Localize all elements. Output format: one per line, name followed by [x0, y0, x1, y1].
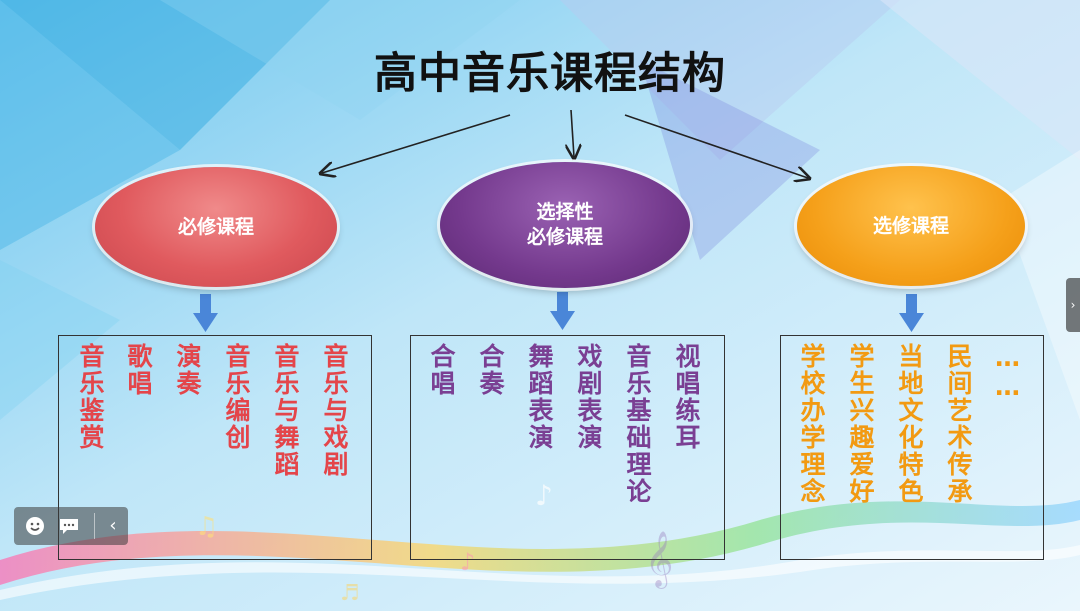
- arrow-to-required: [322, 114, 511, 173]
- course-item: 视唱练耳: [672, 343, 701, 451]
- svg-text:𝄞: 𝄞: [645, 531, 673, 589]
- course-item: 当地文化特色: [895, 343, 924, 505]
- category-required-label: 必修课程: [177, 215, 254, 238]
- svg-text:♪: ♪: [535, 479, 553, 512]
- arrow-to-elective: [624, 114, 808, 178]
- elective-items-box: [780, 335, 1044, 560]
- svg-text:♪: ♪: [460, 548, 475, 576]
- down-arrow-elective: [899, 294, 924, 332]
- course-item: 音乐编创: [222, 343, 251, 451]
- course-item: 音乐基础理论: [623, 343, 652, 505]
- selective-required-items-box: [410, 335, 725, 560]
- category-required: 必修课程: [95, 167, 337, 287]
- smiley-icon[interactable]: [24, 515, 46, 537]
- svg-text:♫: ♫: [195, 512, 218, 542]
- course-item: 合奏: [476, 343, 505, 397]
- down-arrow-selective-required: [550, 292, 575, 330]
- category-elective: 选修课程: [797, 166, 1025, 286]
- arrow-to-selective-required: [571, 109, 574, 157]
- svg-text:♬: ♬: [340, 581, 360, 606]
- required-items-box: [58, 335, 372, 560]
- category-selective-required: 选择性 必修课程: [440, 162, 690, 288]
- toolbar-divider: [94, 513, 95, 539]
- course-item: 歌唱: [124, 343, 153, 397]
- course-item: 音乐鉴赏: [76, 343, 105, 451]
- course-item-ellipsis: ……: [993, 343, 1022, 401]
- category-selective-required-label: 选择性 必修课程: [526, 201, 603, 248]
- course-item: 戏剧表演: [574, 343, 603, 451]
- course-item: 音乐与舞蹈: [271, 343, 300, 478]
- diagram-title: 高中音乐课程结构: [374, 49, 726, 99]
- course-item: 舞蹈表演: [525, 343, 554, 451]
- category-elective-label: 选修课程: [872, 214, 949, 237]
- chevron-right-icon[interactable]: ›: [1066, 278, 1080, 332]
- down-arrow-required: [193, 294, 218, 332]
- course-item: 学生兴趣爱好: [846, 343, 875, 505]
- chevron-left-icon[interactable]: ‹: [109, 515, 117, 536]
- viewer-toolbar: ‹: [14, 507, 128, 545]
- course-item: 合唱: [427, 343, 456, 397]
- course-item: 演奏: [173, 343, 202, 397]
- course-item: 民间艺术传承: [944, 343, 973, 505]
- chat-icon[interactable]: [58, 515, 80, 537]
- course-item: 音乐与戏剧: [320, 343, 349, 478]
- course-item: 学校办学理念: [797, 343, 826, 505]
